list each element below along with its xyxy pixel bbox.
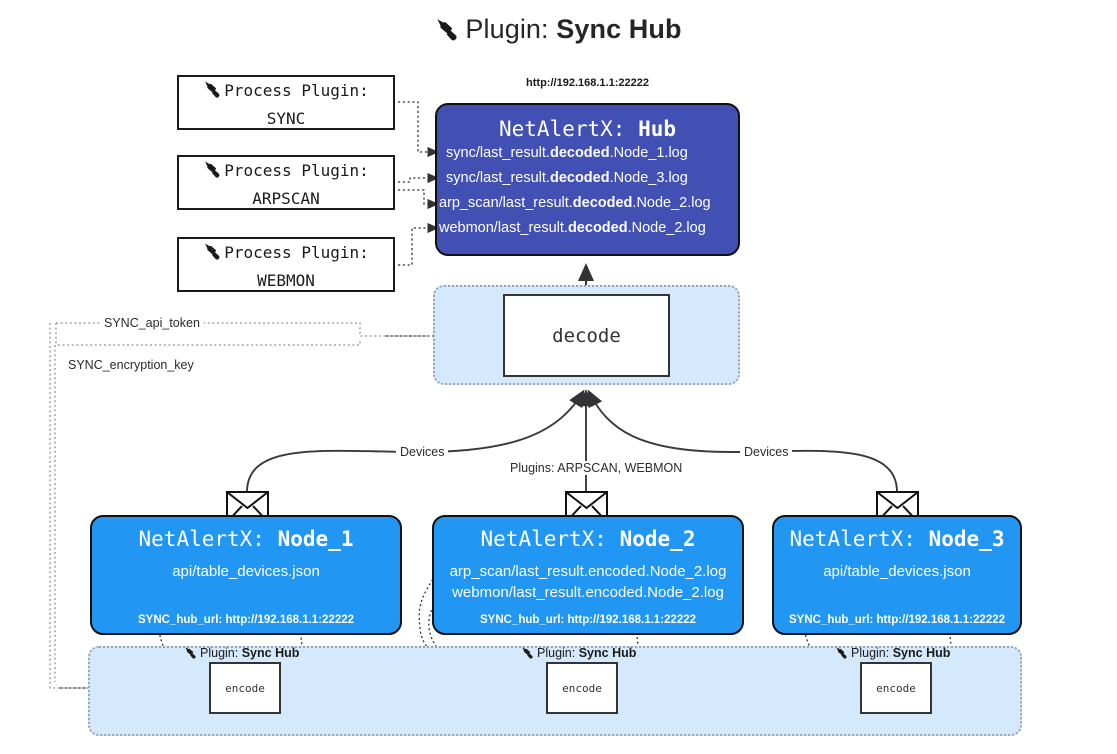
hub-box[interactable]: NetAlertX: Hub sync/last_result.decoded.… xyxy=(435,103,740,256)
encode-box-3[interactable]: encode xyxy=(860,662,932,714)
process-plugin-sync-box[interactable]: Process Plugin: SYNC xyxy=(177,75,395,130)
node-3-title: NetAlertX: Node_3 xyxy=(774,527,1020,551)
node-2-line: arp_scan/last_result.encoded.Node_2.log xyxy=(449,563,727,580)
log-bold: decoded xyxy=(572,195,633,211)
decode-box[interactable]: decode xyxy=(503,294,670,377)
process-plugin-label: Process Plugin: xyxy=(224,243,369,262)
node-2-line: webmon/last_result.encoded.Node_2.log xyxy=(452,584,724,601)
hub-log-line: sync/last_result.decoded.Node_3.log xyxy=(446,166,738,191)
hub-title: NetAlertX: Hub xyxy=(437,117,738,141)
process-plugin-webmon-name: WEBMON xyxy=(257,271,315,290)
encoder-plugin-prefix: Plugin: xyxy=(537,646,576,660)
plugin-to-hub-edges xyxy=(398,101,439,266)
node-1-title: NetAlertX: Node_1 xyxy=(92,527,400,551)
plug-icon xyxy=(203,80,223,106)
log-pre: webmon/last_result. xyxy=(439,220,568,236)
log-post: .Node_3.log xyxy=(609,170,688,186)
encoder-plugin-name: Sync Hub xyxy=(578,646,637,660)
node-1-line: api/table_devices.json xyxy=(172,563,320,580)
encoder-3-plugin-label: Plugin: Sync Hub xyxy=(835,646,950,662)
node-1-box[interactable]: NetAlertX: Node_1 api/table_devices.json… xyxy=(90,515,402,635)
process-plugin-label: Process Plugin: xyxy=(224,81,369,100)
process-plugin-sync-name: SYNC xyxy=(266,109,306,128)
plug-icon xyxy=(203,160,223,186)
node-title-prefix: NetAlertX: xyxy=(480,527,607,551)
node-title-name: Node_2 xyxy=(619,527,696,551)
process-plugin-webmon-box[interactable]: Process Plugin: WEBMON xyxy=(177,237,395,292)
hub-log-line: arp_scan/last_result.decoded.Node_2.log xyxy=(439,191,738,216)
encode-box-1[interactable]: encode xyxy=(209,662,281,714)
node-2-box[interactable]: NetAlertX: Node_2 arp_scan/last_result.e… xyxy=(432,515,744,635)
log-post: .Node_1.log xyxy=(609,145,688,161)
encoder-plugin-name: Sync Hub xyxy=(892,646,951,660)
hub-log-line: sync/last_result.decoded.Node_1.log xyxy=(446,141,738,166)
log-post: .Node_2.log xyxy=(627,220,706,236)
process-plugin-sync-line1: Process Plugin: xyxy=(179,78,393,106)
devices-label-left: Devices xyxy=(396,445,449,459)
node-title-prefix: NetAlertX: xyxy=(138,527,265,551)
log-pre: arp_scan/last_result. xyxy=(439,195,573,211)
node-3-line: api/table_devices.json xyxy=(823,563,971,580)
plugins-label-center: Plugins: ARPSCAN, WEBMON xyxy=(506,461,687,475)
hub-title-name: Hub xyxy=(638,117,677,141)
log-bold: decoded xyxy=(549,145,610,161)
devices-label-right: Devices xyxy=(740,445,793,459)
hub-title-prefix: NetAlertX: xyxy=(498,117,626,141)
devices-edges xyxy=(246,389,898,493)
plug-icon xyxy=(521,646,535,662)
log-post: .Node_2.log xyxy=(632,195,711,211)
node-3-footer: SYNC_hub_url: http://192.168.1.1:22222 xyxy=(788,614,1006,626)
page-title-prefix: Plugin: xyxy=(465,14,549,44)
plug-icon xyxy=(835,646,849,662)
hub-url-label: http://192.168.1.1:22222 xyxy=(526,77,649,89)
page-title-name: Sync Hub xyxy=(556,14,682,44)
encoder-plugin-prefix: Plugin: xyxy=(851,646,890,660)
process-plugin-arpscan-name: ARPSCAN xyxy=(252,189,320,208)
node-3-box[interactable]: NetAlertX: Node_3 api/table_devices.json… xyxy=(772,515,1022,635)
log-bold: decoded xyxy=(567,220,628,236)
encode-box-2[interactable]: encode xyxy=(546,662,618,714)
plug-icon xyxy=(435,17,461,48)
encoder-1-plugin-label: Plugin: Sync Hub xyxy=(184,646,299,662)
hub-log-line: webmon/last_result.decoded.Node_2.log xyxy=(439,216,738,241)
node-1-footer: SYNC_hub_url: http://192.168.1.1:22222 xyxy=(137,614,355,626)
plug-icon xyxy=(184,646,198,662)
process-plugin-webmon-line1: Process Plugin: xyxy=(179,240,393,268)
node-title-name: Node_3 xyxy=(928,527,1005,551)
plug-icon xyxy=(203,242,223,268)
log-pre: sync/last_result. xyxy=(446,145,550,161)
log-bold: decoded xyxy=(549,170,610,186)
page-title: Plugin: Sync Hub xyxy=(0,14,1117,48)
encoder-plugin-name: Sync Hub xyxy=(241,646,300,660)
sync-api-token-label: SYNC_api_token xyxy=(100,316,204,330)
node-title-prefix: NetAlertX: xyxy=(789,527,916,551)
node-2-footer: SYNC_hub_url: http://192.168.1.1:22222 xyxy=(479,614,697,626)
node-title-name: Node_1 xyxy=(277,527,354,551)
process-plugin-arpscan-box[interactable]: Process Plugin: ARPSCAN xyxy=(177,155,395,210)
node-2-title: NetAlertX: Node_2 xyxy=(434,527,742,551)
encoder-2-plugin-label: Plugin: Sync Hub xyxy=(521,646,636,662)
log-pre: sync/last_result. xyxy=(446,170,550,186)
process-plugin-label: Process Plugin: xyxy=(224,161,369,180)
process-plugin-arpscan-line1: Process Plugin: xyxy=(179,158,393,186)
encoder-plugin-prefix: Plugin: xyxy=(200,646,239,660)
sync-encryption-key-label: SYNC_encryption_key xyxy=(64,358,198,372)
